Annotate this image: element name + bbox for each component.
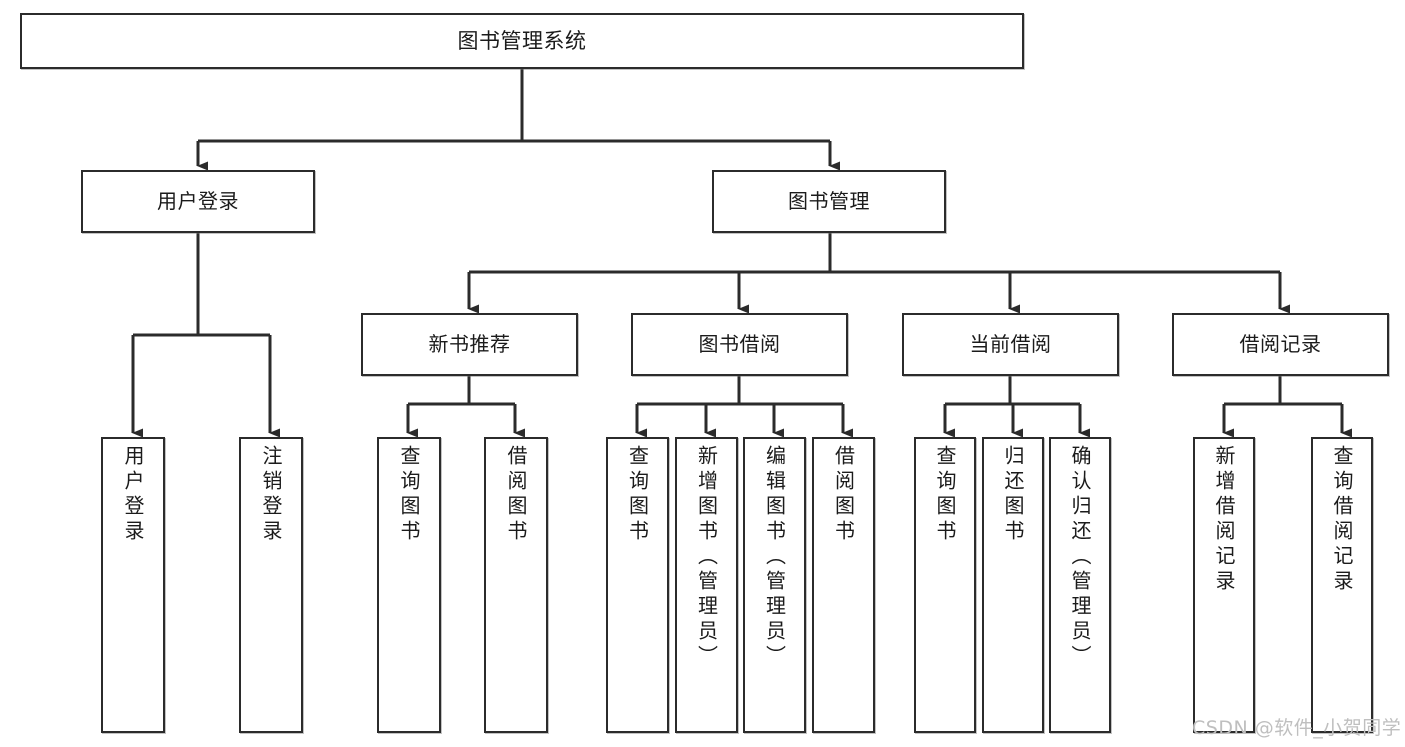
- node-current-borrow[interactable]: 当前借阅: [902, 313, 1119, 376]
- node-label: 确认归还（管理员）: [1068, 445, 1092, 670]
- node-book-manage[interactable]: 图书管理: [712, 170, 946, 233]
- node-leaf-query-book-current[interactable]: 查询图书: [914, 437, 976, 733]
- node-label: 图书管理: [788, 189, 870, 213]
- node-label: 新增图书（管理员）: [694, 445, 719, 670]
- node-leaf-query-book-recommend[interactable]: 查询图书: [377, 437, 441, 733]
- node-label: 注销登录: [259, 445, 283, 545]
- node-label: 图书借阅: [698, 332, 781, 356]
- node-book-borrow[interactable]: 图书借阅: [631, 313, 848, 376]
- node-leaf-query-borrow-record[interactable]: 查询借阅记录: [1311, 437, 1373, 733]
- node-leaf-logout-login[interactable]: 注销登录: [239, 437, 303, 733]
- node-leaf-user-login[interactable]: 用户登录: [101, 437, 165, 733]
- node-leaf-return-book[interactable]: 归还图书: [982, 437, 1044, 733]
- node-leaf-add-book[interactable]: 新增图书（管理员）: [675, 437, 738, 733]
- node-label: 编辑图书（管理员）: [762, 445, 787, 670]
- node-label: 查询图书: [397, 445, 421, 545]
- node-leaf-borrow-book-recommend[interactable]: 借阅图书: [484, 437, 548, 733]
- node-leaf-edit-book[interactable]: 编辑图书（管理员）: [743, 437, 806, 733]
- node-label: 用户登录: [157, 189, 239, 213]
- node-label: 借阅记录: [1239, 332, 1322, 356]
- node-label: 新增借阅记录: [1212, 445, 1236, 595]
- node-user-login[interactable]: 用户登录: [81, 170, 315, 233]
- node-leaf-query-book-borrow[interactable]: 查询图书: [606, 437, 669, 733]
- node-label: 查询图书: [625, 445, 650, 545]
- node-label: 查询借阅记录: [1330, 445, 1354, 595]
- node-leaf-add-borrow-record[interactable]: 新增借阅记录: [1193, 437, 1255, 733]
- node-label: 新书推荐: [428, 332, 511, 356]
- node-book-management-system[interactable]: 图书管理系统: [20, 13, 1024, 69]
- node-label: 归还图书: [1001, 445, 1025, 545]
- node-label: 查询图书: [933, 445, 957, 545]
- node-leaf-borrow-book[interactable]: 借阅图书: [812, 437, 875, 733]
- node-label: 借阅图书: [504, 445, 528, 545]
- node-label: 当前借阅: [969, 332, 1052, 356]
- node-new-book-recommend[interactable]: 新书推荐: [361, 313, 578, 376]
- node-label: 用户登录: [121, 445, 145, 545]
- node-label: 借阅图书: [831, 445, 856, 545]
- node-label: 图书管理系统: [457, 28, 587, 53]
- node-borrow-record[interactable]: 借阅记录: [1172, 313, 1389, 376]
- node-leaf-confirm-return[interactable]: 确认归还（管理员）: [1049, 437, 1111, 733]
